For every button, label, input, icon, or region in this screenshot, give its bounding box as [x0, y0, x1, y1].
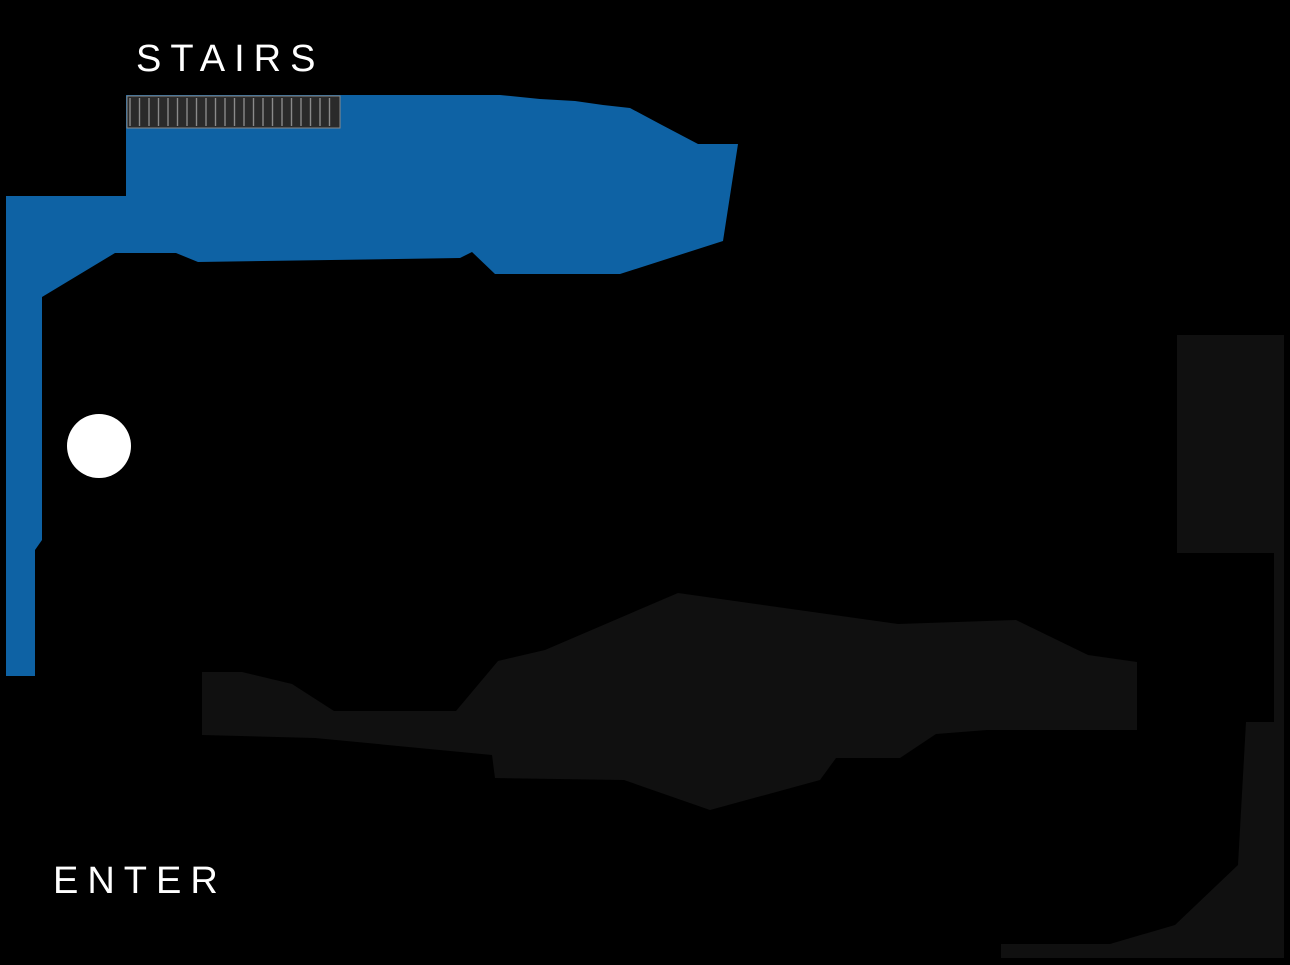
explored-area [6, 95, 738, 676]
stairs-label: STAIRS [136, 38, 325, 80]
shadow-region-right-upper [1177, 335, 1284, 722]
shadow-region-center [202, 593, 1137, 810]
stairs-bars [129, 98, 331, 126]
enter-label: ENTER [53, 860, 227, 902]
shadow-region-right-lower [1001, 722, 1284, 958]
stairs-grate [126, 95, 341, 129]
stairs-icon[interactable] [126, 95, 341, 129]
player-dot-icon [67, 414, 131, 478]
